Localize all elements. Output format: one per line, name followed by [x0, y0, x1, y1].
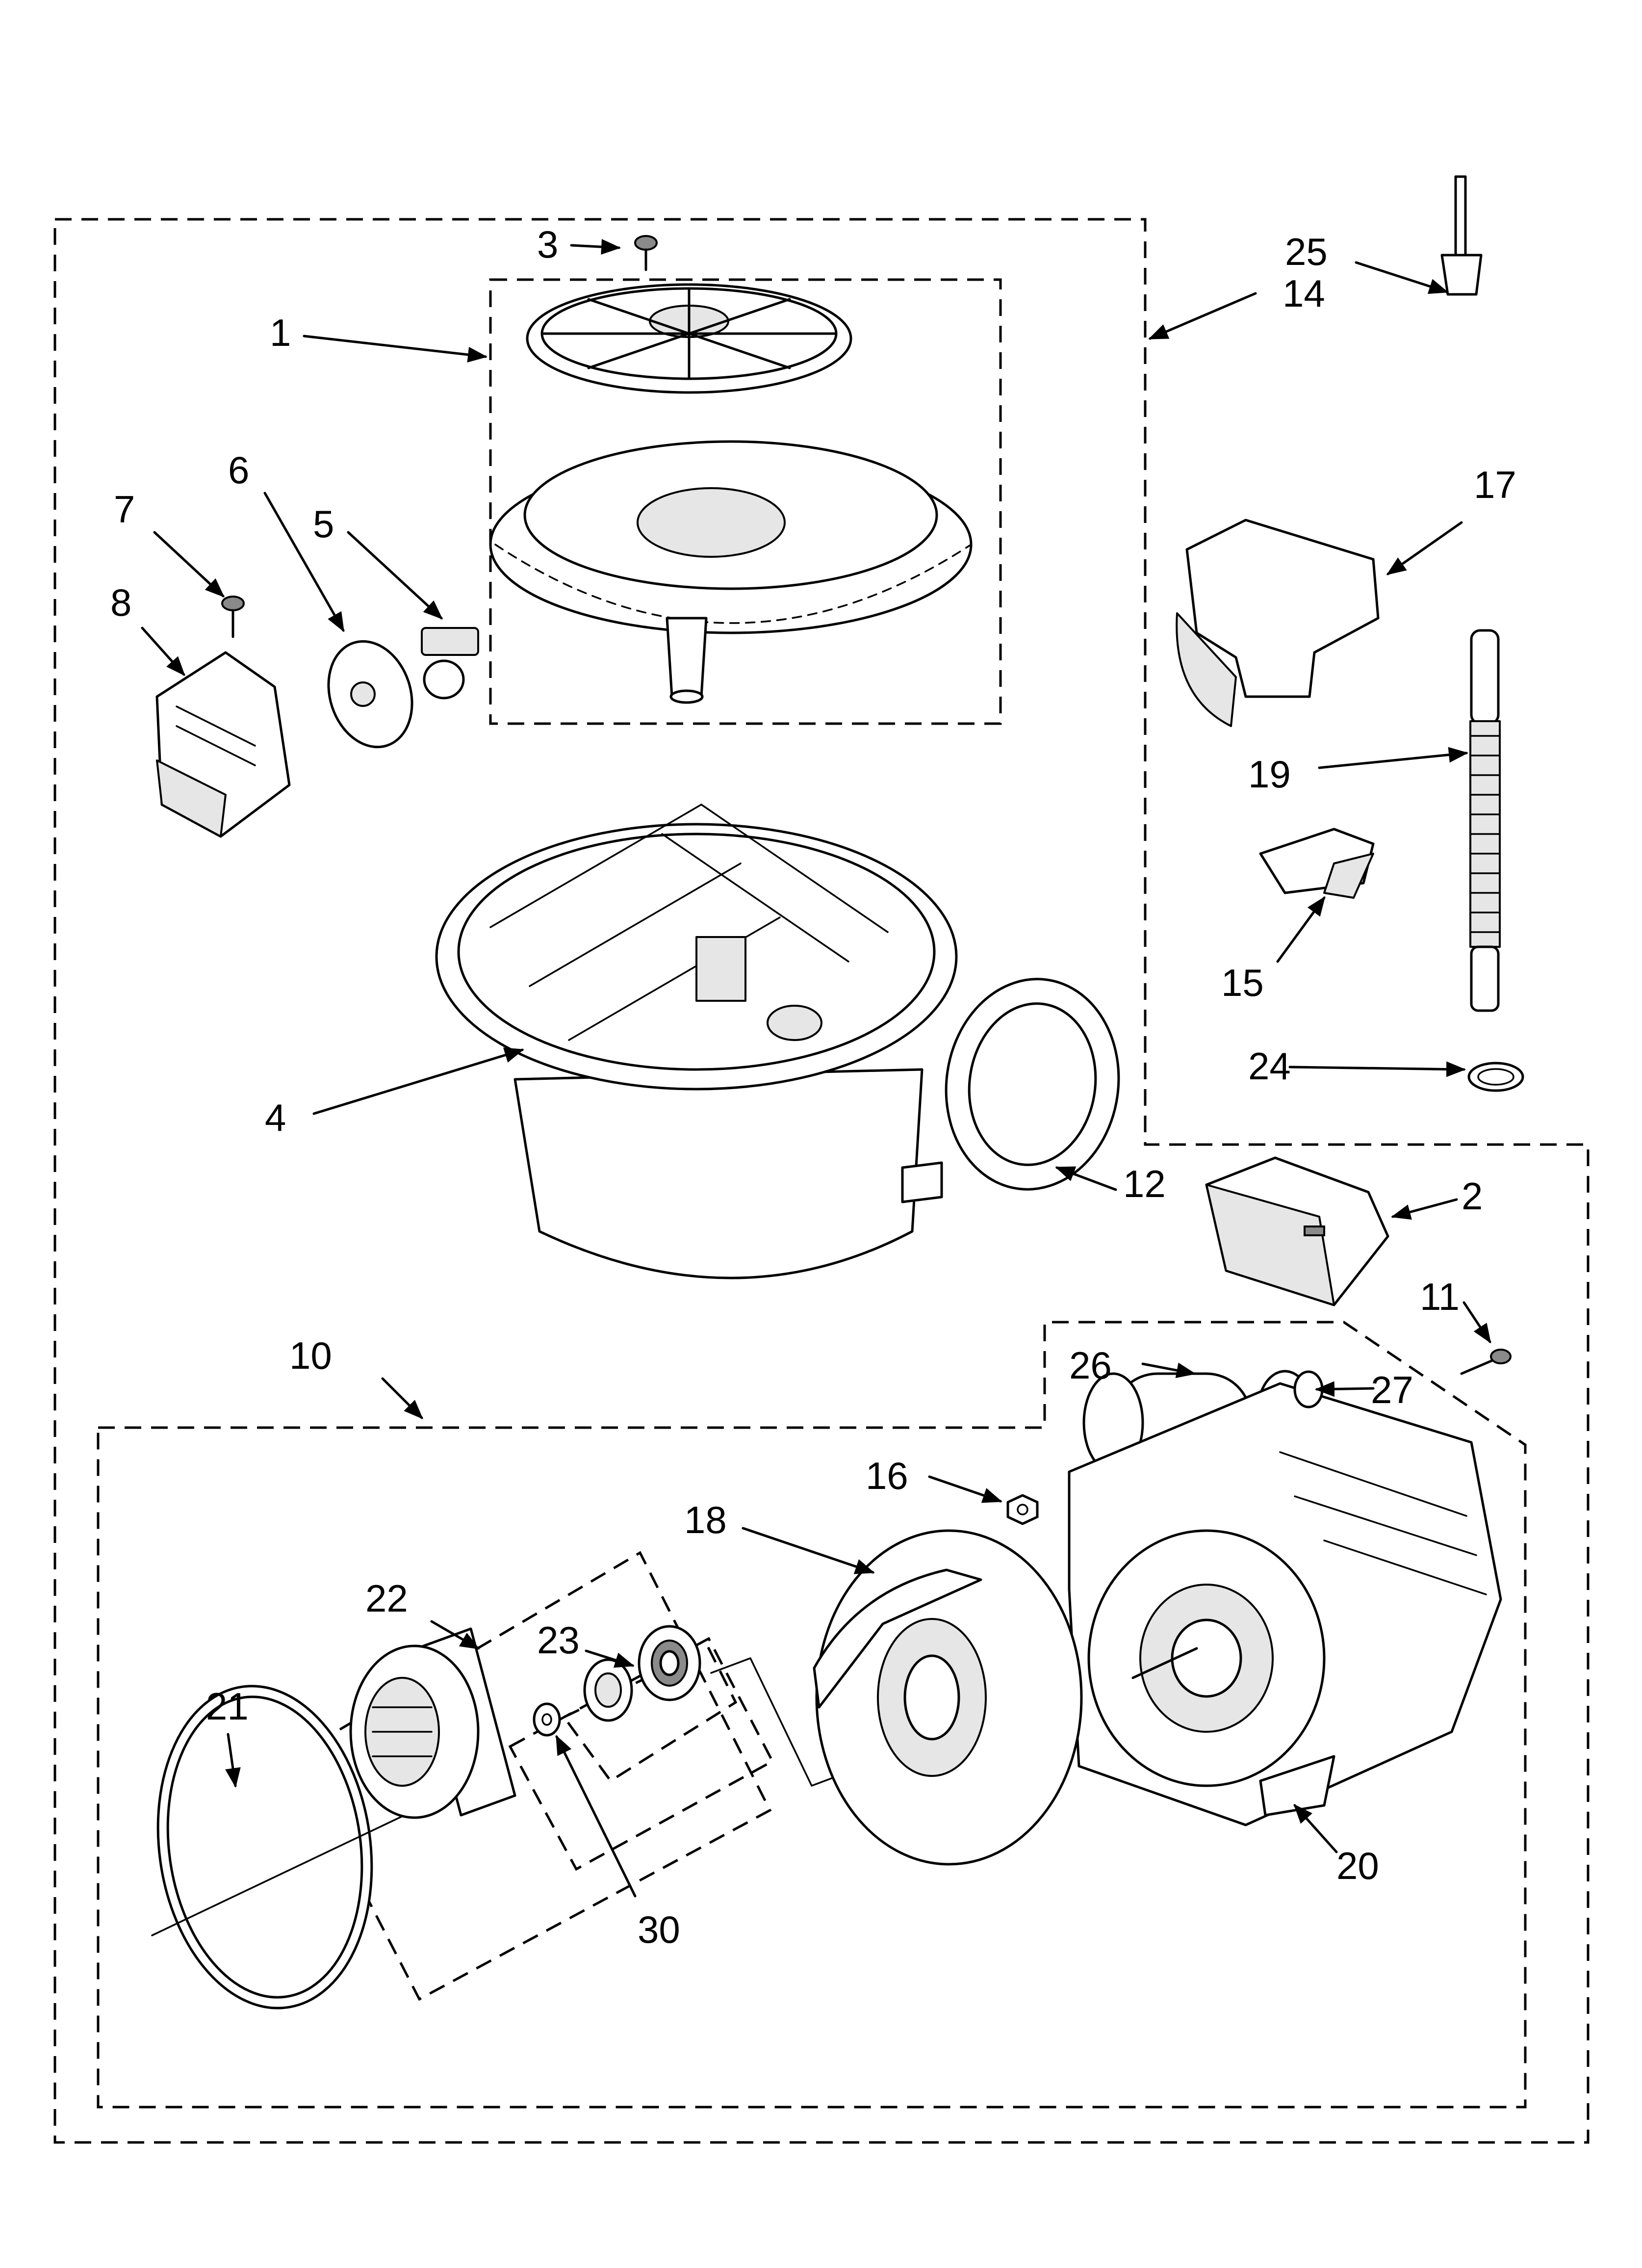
callout-22: 22: [365, 1577, 408, 1620]
leader-15: [1276, 896, 1326, 963]
callout-5: 5: [313, 502, 334, 546]
part-5-cap: [421, 627, 479, 700]
leader-20: [1293, 1804, 1338, 1853]
callout-18: 18: [684, 1498, 727, 1541]
leader-14: [1148, 292, 1257, 340]
outline-assembly-14: [53, 218, 1590, 2144]
leader-8: [141, 626, 185, 676]
callout-11: 11: [1420, 1275, 1460, 1318]
callout-25: 25: [1285, 230, 1328, 273]
part-22-impeller: [349, 1627, 516, 1819]
callout-12: 12: [1123, 1162, 1166, 1205]
part-23-seals: [583, 1625, 701, 1722]
leader-18: [742, 1527, 875, 1574]
leader-16: [928, 1475, 1002, 1503]
part-25-sensor: [1440, 175, 1483, 296]
part-11-screw: [1460, 1349, 1512, 1375]
callout-20: 20: [1336, 1844, 1379, 1887]
callout-16: 16: [866, 1454, 908, 1497]
leader-lines: [141, 239, 1491, 1898]
callout-7: 7: [114, 488, 135, 531]
part-8-diverter-housing: [155, 651, 291, 838]
leader-23: [585, 1649, 635, 1668]
callout-2: 2: [1462, 1174, 1483, 1218]
callout-27: 27: [1371, 1368, 1413, 1411]
leader-2: [1391, 1198, 1458, 1220]
leader-19: [1318, 747, 1468, 769]
part-16-nut: [1006, 1494, 1039, 1525]
leader-6: [263, 492, 345, 632]
part-2-cover: [1205, 1156, 1389, 1306]
part-30-washer: [533, 1702, 561, 1737]
callout-17: 17: [1474, 463, 1516, 506]
part-20-motor: [1068, 1370, 1502, 1826]
leader-10: [381, 1377, 423, 1419]
callout-15: 15: [1221, 961, 1264, 1004]
leader-26: [1141, 1362, 1196, 1378]
part-17-bracket: [1176, 519, 1380, 727]
callout-1: 1: [270, 311, 291, 354]
callout-30: 30: [638, 1908, 680, 1951]
part-7-screw: [221, 596, 245, 638]
part-21-ring: [151, 1685, 457, 2009]
leader-27: [1315, 1381, 1375, 1397]
callout-14: 14: [1283, 272, 1325, 315]
leader-4: [312, 1047, 524, 1115]
leader-5: [347, 531, 443, 620]
callout-labels: 1 2 3 4 5 6 7 8 10 11 12 14 15 16 17 18 …: [110, 223, 1516, 1951]
part-24-clamp: [1467, 1062, 1524, 1092]
leader-25: [1355, 261, 1449, 294]
part-4-sump: [435, 804, 958, 1279]
leader-17: [1386, 521, 1463, 575]
part-19-hose: [1469, 629, 1501, 1012]
part-12-gasket: [945, 978, 1120, 1191]
part-6-disc: [327, 640, 413, 749]
leader-3: [570, 239, 621, 255]
leader-30: [555, 1735, 637, 1898]
part-3-screw: [634, 235, 658, 271]
callout-21: 21: [206, 1685, 249, 1728]
outline-filter-group: [489, 278, 1002, 725]
leader-7: [153, 531, 225, 598]
part-15-clip: [1259, 828, 1375, 899]
leader-12: [1055, 1166, 1117, 1191]
outline-assembly-10: [97, 1321, 1527, 2109]
callout-6: 6: [228, 448, 249, 492]
outline-assembly-22: [292, 1551, 772, 2001]
leader-1: [303, 335, 487, 363]
callout-3: 3: [537, 223, 558, 266]
callout-10: 10: [289, 1334, 332, 1377]
leader-22: [430, 1620, 480, 1650]
leader-24: [1288, 1061, 1466, 1077]
part-18-pump-housing: [813, 1529, 1083, 1866]
part-1-filter-assembly: [489, 283, 973, 704]
callout-26: 26: [1069, 1344, 1112, 1387]
callout-4: 4: [265, 1096, 286, 1139]
callout-8: 8: [110, 581, 131, 624]
callout-23: 23: [537, 1618, 580, 1662]
leader-11: [1462, 1301, 1491, 1344]
callout-19: 19: [1248, 753, 1291, 796]
leader-21: [225, 1733, 241, 1788]
callout-24: 24: [1248, 1044, 1291, 1088]
